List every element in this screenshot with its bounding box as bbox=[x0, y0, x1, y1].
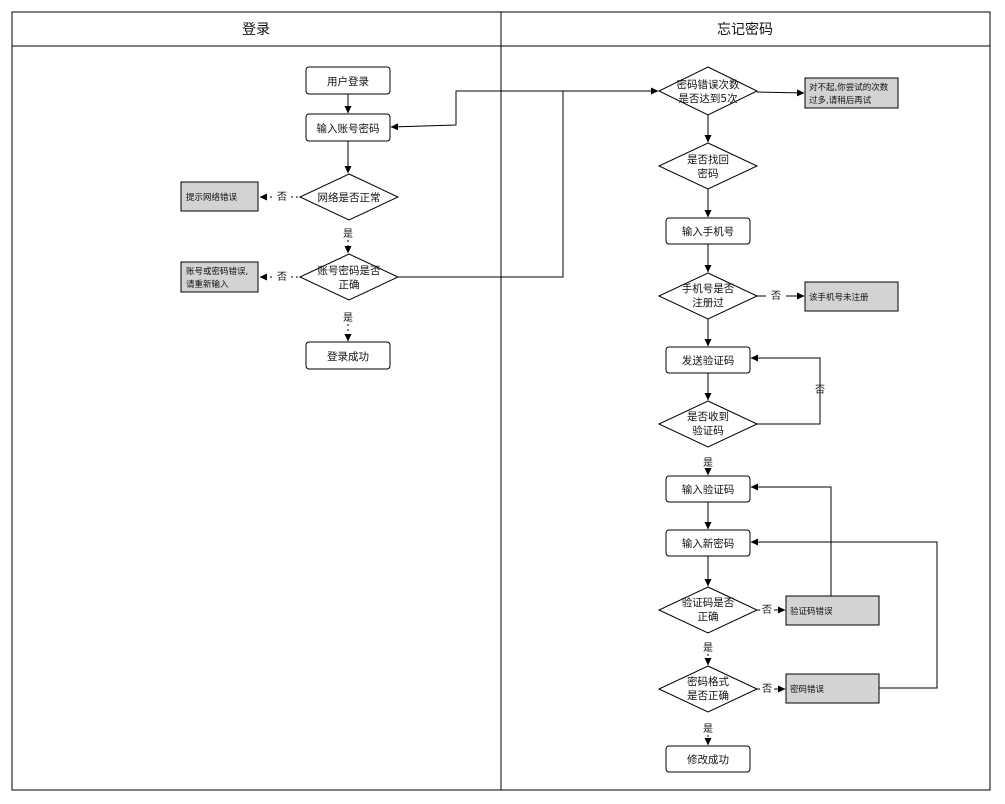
note-account-error: 账号或密码错误, 请重新输入 bbox=[180, 261, 259, 293]
decision-network-ok: 网络是否正常 bbox=[298, 173, 400, 221]
decision-attempts-five: 密码错误次数 是否达到5次 bbox=[657, 66, 759, 116]
decision-code-received: 是否收到 验证码 bbox=[657, 400, 759, 448]
decision-retrieve-password-label-2: 密码 bbox=[698, 167, 719, 180]
edge-label-code-no: 否 bbox=[762, 604, 772, 616]
node-user-login-label: 用户登录 bbox=[327, 75, 369, 88]
forgot-connectors bbox=[704, 89, 938, 746]
edge-label-phone-no: 否 bbox=[771, 290, 781, 302]
note-too-many-attempts-label-1: 对不起,你尝试的次数 bbox=[809, 82, 889, 93]
note-phone-unregistered: 该手机号未注册 bbox=[804, 281, 899, 312]
node-login-success: 登录成功 bbox=[305, 341, 391, 370]
decision-phone-registered-label-2: 注册过 bbox=[692, 296, 724, 309]
decision-format-correct-label-1: 密码格式 bbox=[687, 675, 729, 688]
decision-code-correct-label-1: 验证码是否 bbox=[682, 596, 735, 609]
note-account-error-label-1: 账号或密码错误, bbox=[186, 266, 248, 277]
lane-title-login: 登录 bbox=[242, 22, 270, 38]
decision-account-correct-label-1: 账号密码是否 bbox=[318, 264, 381, 277]
edge-label-network-yes: 是 bbox=[343, 228, 353, 240]
decision-attempts-five-label-1: 密码错误次数 bbox=[677, 78, 740, 91]
edge-label-format-yes: 是 bbox=[703, 723, 713, 735]
note-too-many-attempts: 对不起,你尝试的次数 过多,请稍后再试 bbox=[804, 77, 899, 109]
login-connectors bbox=[259, 87, 659, 342]
lane-title-forgot-password: 忘记密码 bbox=[717, 21, 773, 38]
node-enter-code: 输入验证码 bbox=[665, 475, 751, 503]
node-login-success-label: 登录成功 bbox=[327, 350, 369, 363]
decision-code-received-label-1: 是否收到 bbox=[687, 410, 729, 423]
note-code-error-label: 验证码错误 bbox=[790, 606, 833, 617]
node-modify-success-label: 修改成功 bbox=[687, 753, 729, 766]
edge-label-code-yes: 是 bbox=[703, 642, 713, 654]
swimlane-frame bbox=[11, 11, 991, 791]
node-enter-new-password: 输入新密码 bbox=[665, 529, 751, 557]
note-password-error-label: 密码错误 bbox=[790, 684, 825, 695]
note-too-many-attempts-label-2: 过多,请稍后再试 bbox=[809, 95, 872, 106]
decision-retrieve-password-label-1: 是否找回 bbox=[687, 153, 729, 166]
decision-phone-registered-label-1: 手机号是否 bbox=[682, 282, 735, 295]
note-network-error: 提示网络错误 bbox=[180, 181, 259, 212]
note-account-error-label-2: 请重新输入 bbox=[186, 279, 229, 290]
edge-label-format-no: 否 bbox=[762, 683, 772, 695]
node-enter-new-password-label: 输入新密码 bbox=[682, 537, 735, 550]
decision-attempts-five-label-2: 是否达到5次 bbox=[678, 92, 738, 105]
decision-code-correct-label-2: 正确 bbox=[698, 610, 719, 623]
node-enter-account-password: 输入账号密码 bbox=[305, 113, 391, 142]
node-enter-phone: 输入手机号 bbox=[665, 217, 751, 245]
edge-label-received-no: 否 bbox=[815, 384, 825, 396]
note-code-error: 验证码错误 bbox=[785, 595, 880, 626]
decision-account-correct: 账号密码是否 正确 bbox=[298, 253, 400, 301]
node-send-code-label: 发送验证码 bbox=[682, 354, 735, 367]
note-network-error-label: 提示网络错误 bbox=[186, 192, 238, 203]
decision-retrieve-password: 是否找回 密码 bbox=[657, 142, 759, 190]
note-phone-unregistered-label: 该手机号未注册 bbox=[809, 292, 869, 303]
node-send-code: 发送验证码 bbox=[665, 346, 751, 374]
decision-code-received-label-2: 验证码 bbox=[692, 424, 724, 437]
node-enter-phone-label: 输入手机号 bbox=[682, 225, 735, 238]
node-modify-success: 修改成功 bbox=[665, 745, 751, 773]
edge-label-network-no: 否 bbox=[277, 191, 287, 203]
decision-network-ok-label: 网络是否正常 bbox=[318, 191, 381, 204]
decision-phone-registered: 手机号是否 注册过 bbox=[657, 272, 759, 320]
edge-label-received-yes: 是 bbox=[703, 457, 713, 469]
decision-code-correct: 验证码是否 正确 bbox=[657, 586, 759, 634]
decision-account-correct-label-2: 正确 bbox=[339, 278, 360, 291]
note-password-error: 密码错误 bbox=[785, 673, 880, 704]
node-enter-code-label: 输入验证码 bbox=[682, 483, 735, 496]
decision-format-correct-label-2: 是否正确 bbox=[687, 689, 729, 702]
node-user-login: 用户登录 bbox=[305, 66, 391, 95]
edge-label-account-yes: 是 bbox=[343, 312, 353, 324]
node-enter-account-password-label: 输入账号密码 bbox=[317, 122, 380, 135]
decision-format-correct: 密码格式 是否正确 bbox=[657, 665, 759, 713]
edge-label-account-no: 否 bbox=[277, 271, 287, 283]
